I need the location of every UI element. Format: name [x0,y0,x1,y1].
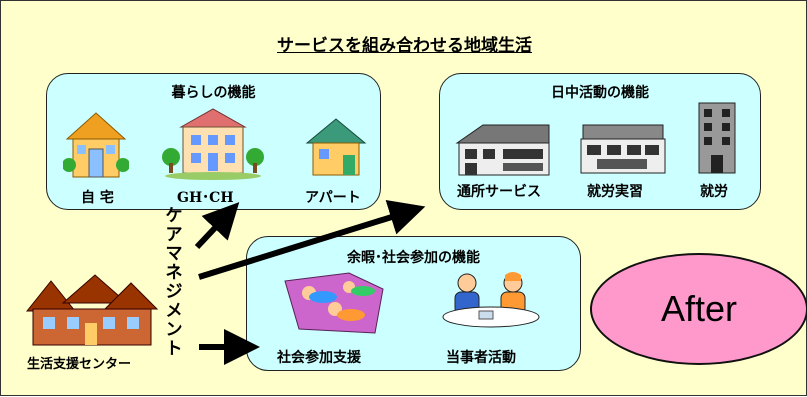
arrow-to-living [194,202,240,250]
life-support-center-icon [25,274,159,346]
after-label: After [590,253,807,365]
leisure-item-social-participation-support: 社会参加支援 [277,350,361,366]
living-item-apartment: アパート [305,190,361,206]
work-training-building-icon [580,124,666,174]
care-management-char: メ [165,301,183,321]
care-management-label: ケアマネジメント [163,207,185,359]
life-support-center-label: 生活支援センター [27,357,132,372]
house-icon [63,112,129,178]
arrow-to-daytime [198,200,426,280]
care-management-char: ジ [165,282,183,302]
office-building-icon [698,102,736,174]
diagram-title: サービスを組み合わせる地域生活 [277,36,532,56]
care-management-char: ン [165,320,183,340]
care-management-char: ケ [165,206,183,226]
day-service-building-icon [455,124,550,176]
daytime-item-employment: 就労 [700,184,728,200]
living-item-home: 自 宅 [81,190,114,206]
group-home-icon [162,108,264,180]
daytime-function-header: 日中活動の機能 [551,85,649,101]
care-management-char: マ [165,244,183,264]
care-management-char: ネ [165,263,183,283]
daytime-item-work-training: 就労実習 [587,184,643,200]
living-item-gh-ch: GH･CH [177,190,234,206]
daytime-item-day-service: 通所サービス [457,184,541,200]
care-management-char: ト [165,339,183,359]
social-activity-illustration-icon [284,272,384,334]
leisure-function-header: 余暇･社会参加の機能 [347,250,480,266]
living-function-header: 暮らしの機能 [171,85,256,101]
self-help-group-meeting-icon [442,272,540,328]
leisure-item-peer-activity: 当事者活動 [446,350,516,366]
apartment-icon [305,118,367,176]
care-management-char: ア [165,225,183,245]
